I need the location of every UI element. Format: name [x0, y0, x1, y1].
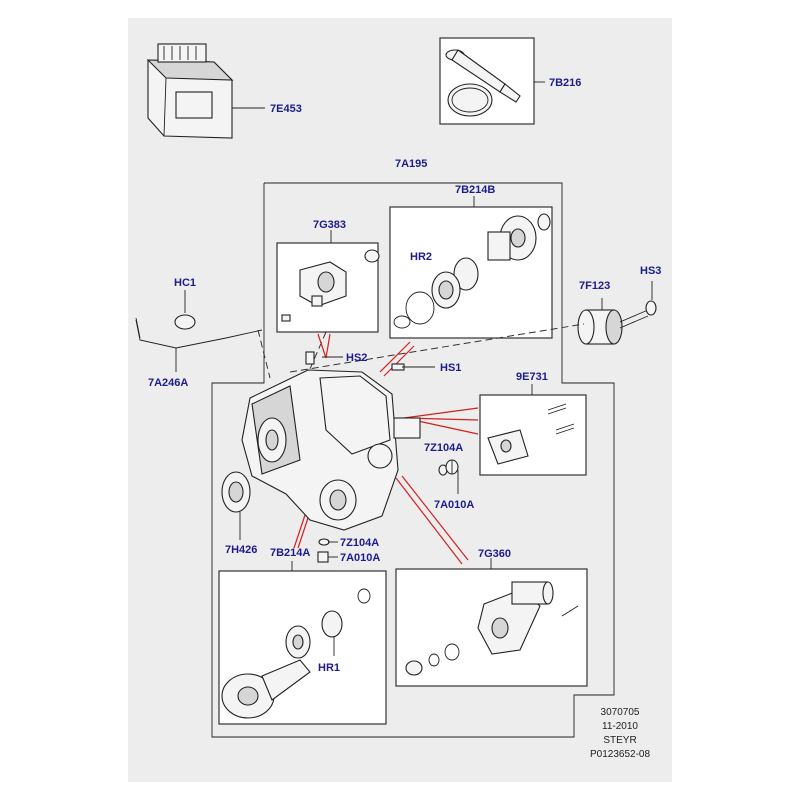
callout-7z104a-left: 7Z104A: [340, 537, 379, 549]
callout-7e453: 7E453: [270, 103, 302, 115]
actuator-motor-illustration: [577, 300, 657, 345]
callout-hr2: HR2: [410, 251, 432, 263]
callout-hs1: HS1: [440, 362, 461, 374]
callout-7b214b: 7B214B: [455, 184, 495, 196]
callout-7z104a-right: 7Z104A: [424, 442, 463, 454]
reference-number: 3070705: [600, 707, 640, 718]
alignment-line: [289, 323, 585, 373]
front-flange-illustration: [221, 588, 371, 719]
sensor-illustration: [281, 249, 380, 322]
callout-7a246a: 7A246A: [148, 377, 188, 389]
output-flange-illustration: [393, 213, 551, 329]
transfer-case-illustration: [241, 351, 421, 531]
alignment-line: [257, 329, 271, 379]
bracket-kit-box: [479, 394, 587, 476]
callout-7a010a-right: 7A010A: [434, 499, 474, 511]
callout-7f123: 7F123: [579, 280, 610, 292]
reference-manufacturer: STEYR: [603, 735, 637, 746]
oil-seal-illustration: [221, 471, 251, 513]
callout-7h426: 7H426: [225, 544, 257, 556]
reference-part-code: P0123652-08: [589, 749, 651, 760]
bracket-illustration: [487, 403, 575, 465]
control-module-illustration: [146, 43, 234, 139]
callout-hr1: HR1: [318, 662, 340, 674]
plug-and-seal-illustration: [438, 459, 459, 476]
callout-7g383: 7G383: [313, 219, 346, 231]
lower-plug-illustration: [317, 538, 330, 563]
shift-motor-illustration: [405, 581, 579, 676]
callout-7b214a: 7B214A: [270, 547, 310, 559]
diagram-reference-footer: 3070705 11-2010 STEYR P0123652-08: [572, 706, 668, 762]
reference-date: 11-2010: [602, 721, 638, 732]
callout-7a195: 7A195: [395, 158, 427, 170]
assembly-outline: [211, 182, 615, 738]
callout-7b216: 7B216: [549, 77, 581, 89]
callout-hs2: HS2: [346, 352, 367, 364]
callout-hs3: HS3: [640, 265, 661, 277]
breather-tube-illustration: [135, 314, 263, 349]
callout-7g360: 7G360: [478, 548, 511, 560]
callout-hc1: HC1: [174, 277, 196, 289]
sealant-tube-illustration: [445, 49, 521, 117]
callout-7a010a-left: 7A010A: [340, 552, 380, 564]
callout-9e731: 9E731: [516, 371, 548, 383]
